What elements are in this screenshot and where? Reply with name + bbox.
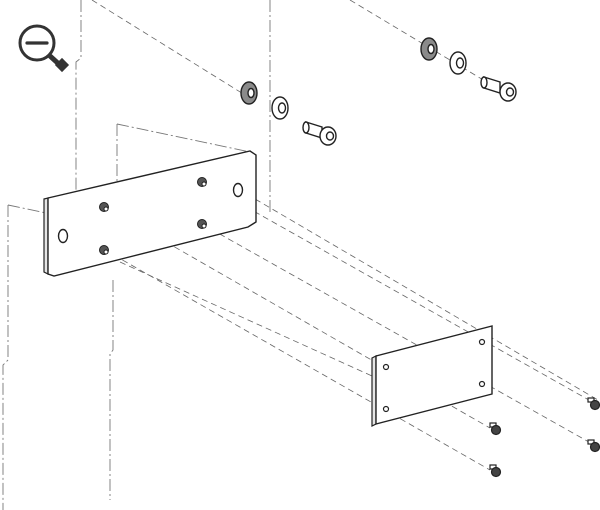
wall-panel-front-inner [109, 280, 114, 500]
small-screw-2 [587, 439, 600, 453]
large-mounting-plate [43, 150, 257, 277]
wall-panel-front [2, 205, 9, 510]
lock-washer-right [449, 51, 467, 75]
plate-hole-left [57, 228, 69, 244]
small-plate-hole-2 [478, 338, 486, 346]
small-screw-4 [489, 464, 502, 478]
assembly-line-plate-bottom [119, 261, 373, 377]
hardware-set-right [420, 37, 517, 102]
small-screw-1 [587, 397, 600, 411]
small-plate-face [375, 325, 493, 425]
plate-stud-3 [99, 245, 109, 255]
flat-washer-left [240, 81, 258, 105]
flat-washer-right [420, 37, 438, 61]
wall-panel-back [75, 0, 82, 210]
wall-panel-front-top [7, 204, 71, 219]
hardware-set-left [240, 81, 337, 146]
assembly-line-top-right [349, 0, 501, 91]
cap-screw-right [480, 76, 517, 102]
plate-stud-2 [197, 177, 207, 187]
large-plate-face [47, 150, 257, 277]
zoom-out-button[interactable] [14, 22, 76, 74]
small-screws [489, 397, 600, 478]
small-plate-hole-1 [382, 363, 390, 371]
small-plate-hole-3 [382, 405, 390, 413]
assembly-line-top [91, 0, 246, 96]
small-screw-3 [489, 422, 502, 436]
assembly-line-hole-4 [104, 249, 491, 471]
plate-hole-right [232, 182, 244, 198]
assembly-line-hole-1 [201, 181, 597, 405]
assembly-line-hole-3 [201, 223, 597, 447]
zoom-out-icon [18, 24, 70, 73]
plate-stud-1 [99, 202, 109, 212]
plate-stud-4 [197, 219, 207, 229]
lock-washer-left [271, 96, 289, 120]
small-plate-hole-4 [478, 380, 486, 388]
small-mounting-plate [371, 325, 493, 427]
cap-screw-left [302, 121, 337, 146]
